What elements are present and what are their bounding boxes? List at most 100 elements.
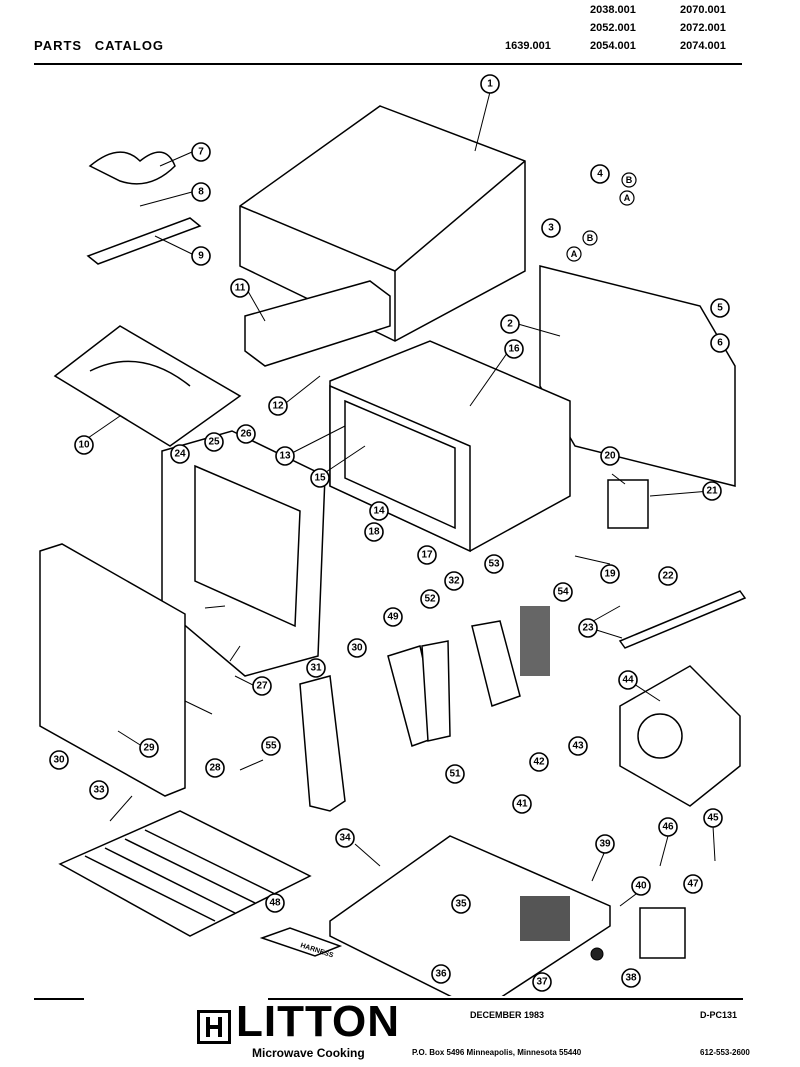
part-callout: 36 xyxy=(431,964,451,984)
svg-text:34: 34 xyxy=(339,833,351,844)
callouts: 1 2 3 4 5 6 7 8 9 10 11 12 13 14 15 16 1… xyxy=(49,74,730,992)
svg-text:43: 43 xyxy=(572,741,584,752)
part-callout: 51 xyxy=(445,764,465,784)
part-callout: 16 xyxy=(504,339,524,359)
svg-text:20: 20 xyxy=(604,451,616,462)
svg-text:29: 29 xyxy=(143,743,155,754)
foot xyxy=(590,947,604,961)
part-callout: 1 xyxy=(480,74,500,94)
model-number: 2072.001 xyxy=(680,22,726,34)
front-frame xyxy=(329,384,471,553)
part-callout: 4 xyxy=(590,164,610,184)
company-phone: 612-553-2600 xyxy=(700,1048,750,1057)
svg-text:9: 9 xyxy=(198,251,204,262)
part-callout: 30 xyxy=(347,638,367,658)
part-callout: 38 xyxy=(621,968,641,988)
part-callout: 6 xyxy=(710,333,730,353)
sub-callout: A xyxy=(566,246,582,262)
part-callout: 44 xyxy=(618,670,638,690)
svg-text:12: 12 xyxy=(272,401,284,412)
svg-text:44: 44 xyxy=(622,675,634,686)
svg-text:B: B xyxy=(626,175,633,185)
part-callout: 14 xyxy=(369,501,389,521)
door-outer-panel xyxy=(39,543,186,797)
latch-assembly xyxy=(299,675,346,812)
part-callout: 43 xyxy=(568,736,588,756)
part-callout: 29 xyxy=(139,738,159,758)
part-callout: 20 xyxy=(600,446,620,466)
part-callout: 8 xyxy=(191,182,211,202)
part-callout: 46 xyxy=(658,817,678,837)
part-callout: 26 xyxy=(236,424,256,444)
svg-text:54: 54 xyxy=(557,587,569,598)
svg-text:49: 49 xyxy=(387,612,399,623)
svg-text:32: 32 xyxy=(448,576,460,587)
svg-text:A: A xyxy=(571,249,578,259)
support-rod xyxy=(618,590,747,649)
part-callout: 27 xyxy=(252,676,272,696)
part-callout: 53 xyxy=(484,554,504,574)
pc-board xyxy=(520,606,550,676)
svg-text:22: 22 xyxy=(662,571,674,582)
vent-grid xyxy=(520,896,570,941)
brand-tagline: Microwave Cooking xyxy=(252,1046,365,1060)
svg-text:13: 13 xyxy=(279,451,291,462)
part-callout: 12 xyxy=(268,396,288,416)
part-callout: 3 xyxy=(541,218,561,238)
svg-text:2: 2 xyxy=(507,319,513,330)
leader-lines xyxy=(87,91,716,907)
air-duct xyxy=(244,280,391,367)
svg-text:23: 23 xyxy=(582,623,594,634)
part-callout: 9 xyxy=(191,246,211,266)
litton-logo-mark xyxy=(197,1010,231,1044)
part-callout: 30 xyxy=(49,750,69,770)
svg-text:6: 6 xyxy=(717,338,723,349)
svg-text:3: 3 xyxy=(548,223,554,234)
part-callout: 10 xyxy=(74,435,94,455)
svg-text:36: 36 xyxy=(435,969,447,980)
svg-text:28: 28 xyxy=(209,763,221,774)
model-number: 2038.001 xyxy=(590,4,636,16)
model-number: 2074.001 xyxy=(680,40,726,52)
part-callout: 15 xyxy=(310,468,330,488)
rear-panel xyxy=(539,265,736,487)
svg-text:30: 30 xyxy=(53,755,65,766)
part-callout: 24 xyxy=(170,444,190,464)
fan-bracket xyxy=(86,217,202,265)
company-address: P.O. Box 5496 Minneapolis, Minnesota 554… xyxy=(412,1048,582,1057)
control-board xyxy=(421,640,451,742)
exploded-parts-diagram: HARNESS 1 2 3 4 xyxy=(39,74,747,996)
part-callout: 7 xyxy=(191,142,211,162)
svg-text:17: 17 xyxy=(421,550,433,561)
publication-date: DECEMBER 1983 xyxy=(470,1010,545,1020)
svg-text:47: 47 xyxy=(687,879,699,890)
svg-text:21: 21 xyxy=(706,486,718,497)
footer-rule-right xyxy=(268,998,743,1000)
part-callout: 13 xyxy=(275,446,295,466)
document-code: D-PC131 xyxy=(700,1010,738,1020)
part-callout: 33 xyxy=(89,780,109,800)
svg-text:4: 4 xyxy=(597,169,603,180)
part-callout: 47 xyxy=(683,874,703,894)
part-callout: 40 xyxy=(631,876,651,896)
svg-text:45: 45 xyxy=(707,813,719,824)
part-callout: 23 xyxy=(578,618,598,638)
svg-text:38: 38 xyxy=(625,973,637,984)
svg-text:48: 48 xyxy=(269,898,281,909)
switch-bracket xyxy=(471,620,521,707)
part-callout: 37 xyxy=(532,972,552,992)
svg-text:24: 24 xyxy=(174,449,186,460)
svg-text:14: 14 xyxy=(373,506,385,517)
blower-wheel xyxy=(637,713,683,759)
svg-text:27: 27 xyxy=(256,681,268,692)
outer-cabinet xyxy=(239,105,526,342)
svg-text:52: 52 xyxy=(424,594,436,605)
sub-callout: B xyxy=(621,172,637,188)
stirrer-arc xyxy=(89,360,191,387)
svg-text:1: 1 xyxy=(487,79,493,90)
part-callout: 31 xyxy=(306,658,326,678)
sub-callout: A xyxy=(619,190,635,206)
part-callout: 35 xyxy=(451,894,471,914)
footer-rule-left xyxy=(34,998,84,1000)
part-callout: 45 xyxy=(703,808,723,828)
